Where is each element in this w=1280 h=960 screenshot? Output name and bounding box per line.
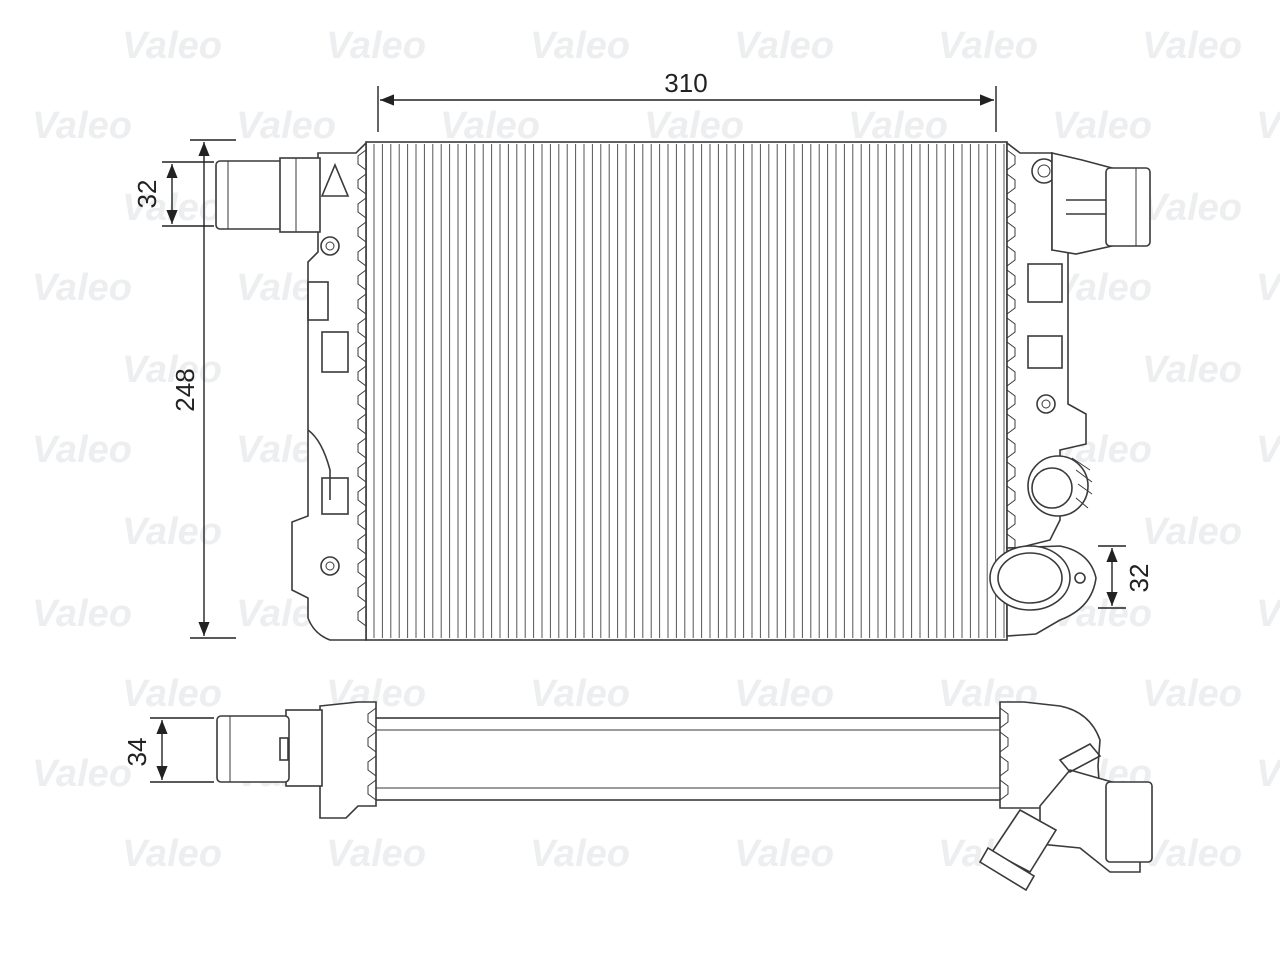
radiator-core [365, 141, 1008, 641]
watermark-text: Valeo [1142, 673, 1242, 715]
watermark-text: Valeo [32, 593, 132, 635]
watermark-text: Valeo [530, 673, 630, 715]
watermark-text: Valeo [122, 673, 222, 715]
watermark-text: Valeo [440, 105, 540, 147]
watermark-text: Valeo [32, 105, 132, 147]
watermark-text: Valeo [326, 833, 426, 875]
inlet-pipe [215, 157, 321, 233]
dimension-label-side-inlet: 34 [122, 738, 152, 767]
watermark-text: Valeo [1256, 429, 1280, 471]
dimension-height: 248 [170, 139, 236, 639]
dimension-label-outlet: 32 [1124, 564, 1154, 593]
left-tank [291, 141, 367, 641]
watermark-text: Valeo [122, 511, 222, 553]
watermark-text: Valeo [1142, 349, 1242, 391]
core-fins [373, 144, 1005, 638]
outlet-pipe-bottom [989, 545, 1097, 637]
dimension-label-inlet: 32 [132, 180, 162, 209]
watermark-text: Valeo [1256, 753, 1280, 795]
watermark-text: Valeo [326, 25, 426, 67]
dimension-width: 310 [377, 68, 997, 132]
watermark-text: Valeo [236, 105, 336, 147]
watermark-text: Valeo [122, 25, 222, 67]
watermark-text: Valeo [1142, 511, 1242, 553]
watermark-text: Valeo [734, 25, 834, 67]
watermark-text: Valeo [1256, 267, 1280, 309]
watermark-text: Valeo [848, 105, 948, 147]
dimension-label-width: 310 [664, 68, 707, 98]
watermark-text: Valeo [644, 105, 744, 147]
right-tank [1006, 141, 1113, 555]
watermark-text: Valeo [1142, 187, 1242, 229]
watermark-text: Valeo [1142, 25, 1242, 67]
watermark-text: Valeo [32, 753, 132, 795]
watermark-text: Valeo [122, 833, 222, 875]
outlet-pipe-top [1105, 167, 1151, 247]
watermark-text: Valeo [1052, 105, 1152, 147]
watermark-text: Valeo [32, 429, 132, 471]
watermark-text: Valeo [530, 25, 630, 67]
radiator-side-view [216, 701, 1153, 892]
dimension-outlet: 32 [1098, 545, 1154, 609]
watermark-text: Valeo [734, 673, 834, 715]
watermark-text: Valeo [938, 25, 1038, 67]
dimension-inlet: 32 [132, 161, 214, 227]
watermark-text: Valeo [32, 267, 132, 309]
radiator-front-view [215, 141, 1151, 641]
watermark-text: Valeo [1256, 593, 1280, 635]
watermark-text: Valeo [1142, 833, 1242, 875]
dimension-label-height: 248 [170, 368, 200, 411]
watermark-text: Valeo [530, 833, 630, 875]
dimension-side-inlet: 34 [122, 717, 214, 783]
watermark-text: Valeo [734, 833, 834, 875]
watermark-text: Valeo [1256, 105, 1280, 147]
